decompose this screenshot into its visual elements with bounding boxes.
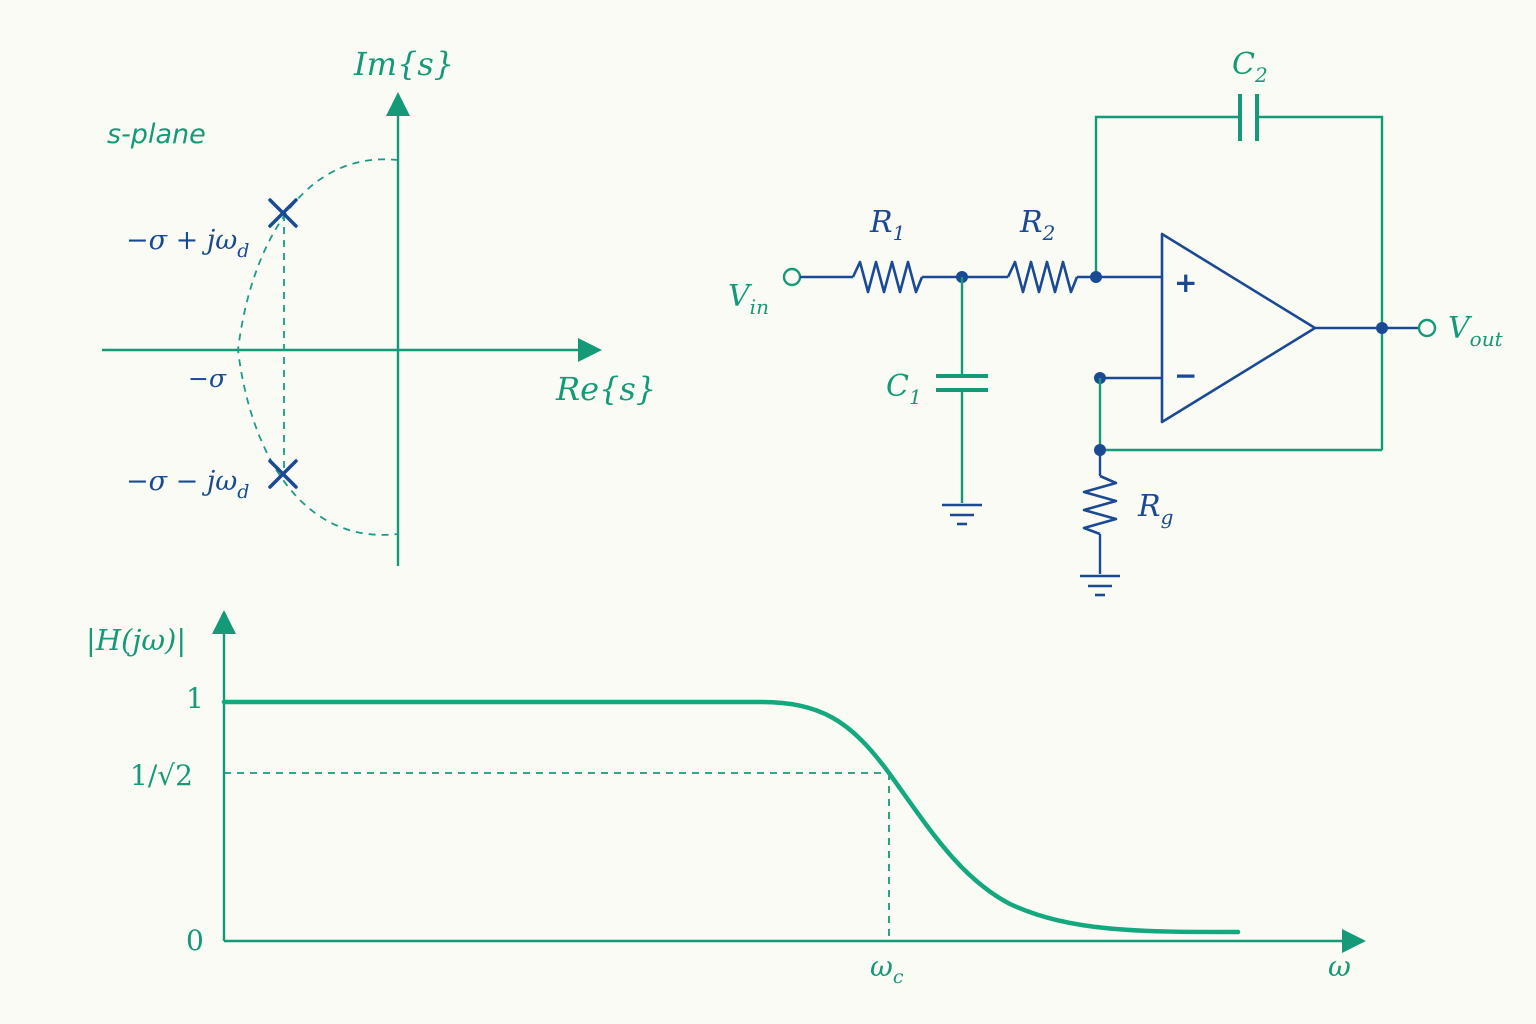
opamp-plus-label: +: [1174, 266, 1197, 299]
resistor-r1-icon: [851, 260, 924, 294]
pole-locus-arc: [237, 158, 399, 536]
ground-icon: [942, 503, 982, 526]
c2-label: C2: [1232, 47, 1268, 87]
opamp-icon: [1160, 232, 1317, 424]
r2-label: R2: [1019, 205, 1055, 245]
magnitude-curve: [221, 699, 1241, 935]
imag-axis-label: Im{s}: [353, 45, 454, 83]
c2-feedback-wire: [1094, 115, 1240, 276]
vout-label: Vout: [1448, 311, 1504, 351]
pole-lower-icon: [268, 459, 298, 489]
junction-node: [1090, 271, 1102, 283]
s-plane: s-plane Im{s} Re{s} −σ −σ + jωd −σ − jωd: [102, 45, 656, 566]
y-tick-1: 1: [186, 682, 204, 715]
sigma-label: −σ: [188, 364, 227, 393]
vin-terminal-icon: [782, 267, 802, 287]
junction-node: [1376, 322, 1388, 334]
bode-y-axis-label: |H(jω)|: [86, 623, 186, 657]
rg-label: Rg: [1137, 489, 1173, 529]
c2-output-wire: [1258, 115, 1384, 450]
pole-lower-label: −σ − jωd: [126, 466, 249, 503]
bode-x-axis-label: ω: [1328, 950, 1351, 983]
pole-upper-label: −σ + jωd: [126, 225, 249, 262]
ground-icon: [1080, 574, 1120, 597]
real-axis-label: Re{s}: [555, 370, 656, 408]
cutoff-frequency-label: ωc: [870, 950, 904, 988]
y-tick-0: 0: [186, 924, 204, 957]
resistor-rg-icon: [1082, 474, 1118, 536]
vin-label: Vin: [728, 279, 769, 319]
y-tick-half-power: 1/√2: [130, 759, 193, 792]
c1-label: C1: [886, 369, 922, 409]
vout-terminal-icon: [1417, 318, 1437, 338]
s-plane-title: s-plane: [107, 119, 206, 150]
sallen-key-circuit: + − R1 R2 C1 C2: [728, 47, 1504, 597]
pole-upper-icon: [268, 198, 298, 228]
r1-label: R1: [869, 205, 905, 245]
magnitude-response-plot: |H(jω)| 1 1/√2 0 ωc ω: [86, 610, 1366, 988]
opamp-minus-label: −: [1174, 359, 1197, 392]
resistor-r2-icon: [1006, 260, 1079, 294]
